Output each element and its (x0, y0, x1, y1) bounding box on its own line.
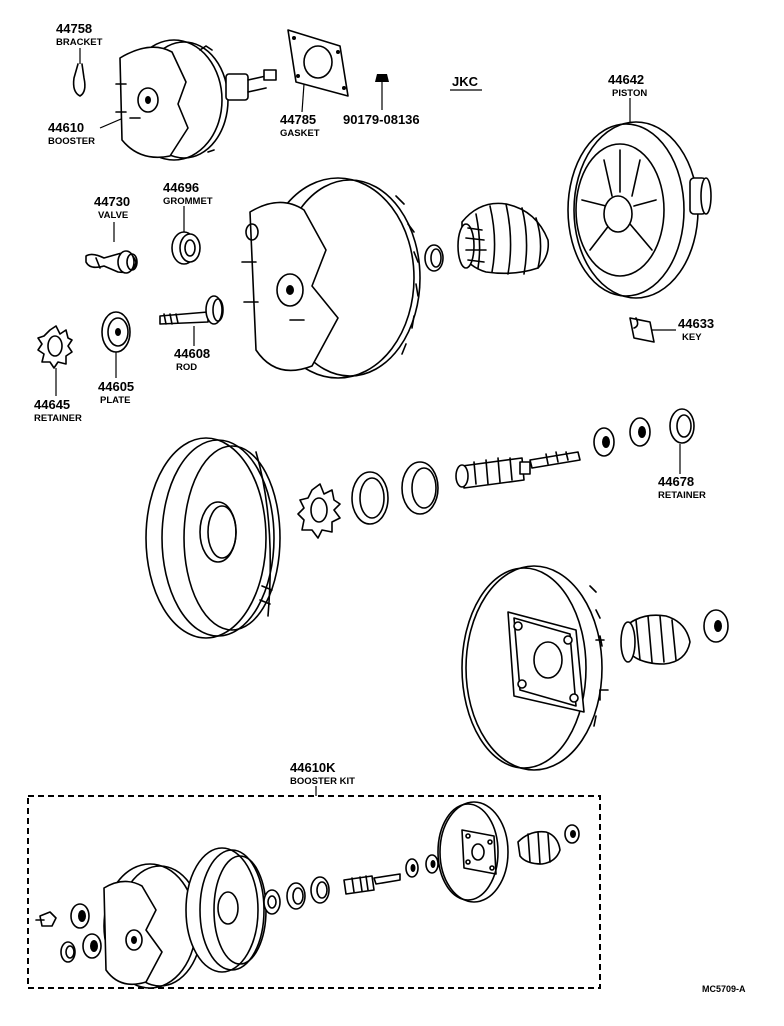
plate-44605 (101, 311, 131, 378)
kit-washer-1 (405, 858, 419, 878)
piston-44642 (567, 121, 712, 299)
label-44633: 44633 KEY (678, 316, 714, 343)
svg-text:44633: 44633 (678, 316, 714, 331)
gasket-44785 (287, 29, 349, 113)
svg-text:44730: 44730 (94, 194, 130, 209)
kit-label: 44610K BOOSTER KIT (290, 760, 355, 796)
svg-text:GASKET: GASKET (280, 128, 320, 139)
kit-rear-shell (185, 847, 267, 973)
svg-text:KEY: KEY (682, 332, 702, 343)
bellows-boot (457, 202, 550, 275)
booster-front-shell (241, 177, 421, 379)
drawing-code: MC5709-A (702, 984, 746, 994)
svg-text:44610K: 44610K (290, 760, 336, 775)
label-44785: 44785 GASKET (280, 112, 320, 139)
grommet-44696 (171, 231, 201, 265)
svg-text:GROMMET: GROMMET (163, 196, 213, 207)
svg-text:RETAINER: RETAINER (658, 490, 706, 501)
retainer-middle (297, 483, 341, 539)
label-44758: 44758 BRACKET (56, 21, 103, 48)
washer-right (703, 609, 729, 643)
header-code: JKC (450, 74, 482, 91)
retainer-44645 (37, 325, 73, 396)
kit-washer-2 (425, 854, 439, 874)
retainer-44678 (669, 408, 695, 474)
rod-44608 (159, 295, 224, 346)
label-90179-08136: 90179-08136 (343, 112, 420, 127)
label-44696: 44696 GROMMET (163, 180, 213, 207)
label-44608: 44608 ROD (174, 346, 210, 373)
label-44678: 44678 RETAINER (658, 474, 706, 501)
kit-seal-2 (310, 876, 330, 904)
seal-middle-1 (351, 471, 389, 525)
plunger-assembly (455, 451, 581, 489)
seal-ring-center (424, 244, 444, 272)
kit-front-shell (103, 863, 203, 989)
label-44645: 44645 RETAINER (34, 397, 82, 424)
booster-rear-shell (145, 437, 281, 639)
bracket-44758 (72, 48, 86, 97)
seal-middle-2 (401, 461, 439, 515)
kit-washer-3 (564, 824, 580, 844)
svg-text:BOOSTER: BOOSTER (48, 136, 95, 147)
svg-text:44610: 44610 (48, 120, 84, 135)
svg-text:44605: 44605 (98, 379, 134, 394)
label-44610: 44610 BOOSTER (48, 120, 95, 147)
washer-middle-2 (629, 417, 651, 447)
svg-text:44696: 44696 (163, 180, 199, 195)
kit-dashed-border (27, 795, 601, 989)
kit-bracket-pin (35, 911, 57, 927)
svg-text:PISTON: PISTON (612, 88, 647, 99)
svg-text:BOOSTER KIT: BOOSTER KIT (290, 776, 355, 787)
valve-44730 (85, 250, 138, 274)
svg-text:44678: 44678 (658, 474, 694, 489)
svg-text:JKC: JKC (452, 74, 479, 89)
kit-grommet (70, 903, 90, 929)
rear-housing-mount (461, 565, 609, 771)
svg-text:44758: 44758 (56, 21, 92, 36)
svg-text:44642: 44642 (608, 72, 644, 87)
washer-middle-1 (593, 427, 615, 457)
svg-text:90179-08136: 90179-08136 (343, 112, 420, 127)
key-44633 (629, 317, 676, 343)
svg-text:ROD: ROD (176, 362, 197, 373)
svg-text:44608: 44608 (174, 346, 210, 361)
svg-text:44645: 44645 (34, 397, 70, 412)
kit-rear-housing (437, 801, 509, 903)
svg-text:RETAINER: RETAINER (34, 413, 82, 424)
label-44730: 44730 VALVE (94, 194, 130, 221)
kit-retainer (263, 889, 281, 915)
kit-valve (60, 941, 76, 963)
svg-text:44785: 44785 (280, 112, 316, 127)
svg-text:VALVE: VALVE (98, 210, 128, 221)
nut-90179-08136 (375, 74, 389, 110)
kit-spring (517, 830, 561, 865)
label-44642: 44642 PISTON (608, 72, 647, 99)
kit-seal-1 (286, 882, 306, 910)
svg-text:PLATE: PLATE (100, 395, 130, 406)
spring-right (620, 614, 691, 665)
kit-plate (82, 933, 102, 959)
booster-assembly-44610 (115, 39, 277, 161)
kit-plunger (343, 873, 401, 895)
svg-text:BRACKET: BRACKET (56, 37, 103, 48)
label-44605: 44605 PLATE (98, 379, 134, 406)
